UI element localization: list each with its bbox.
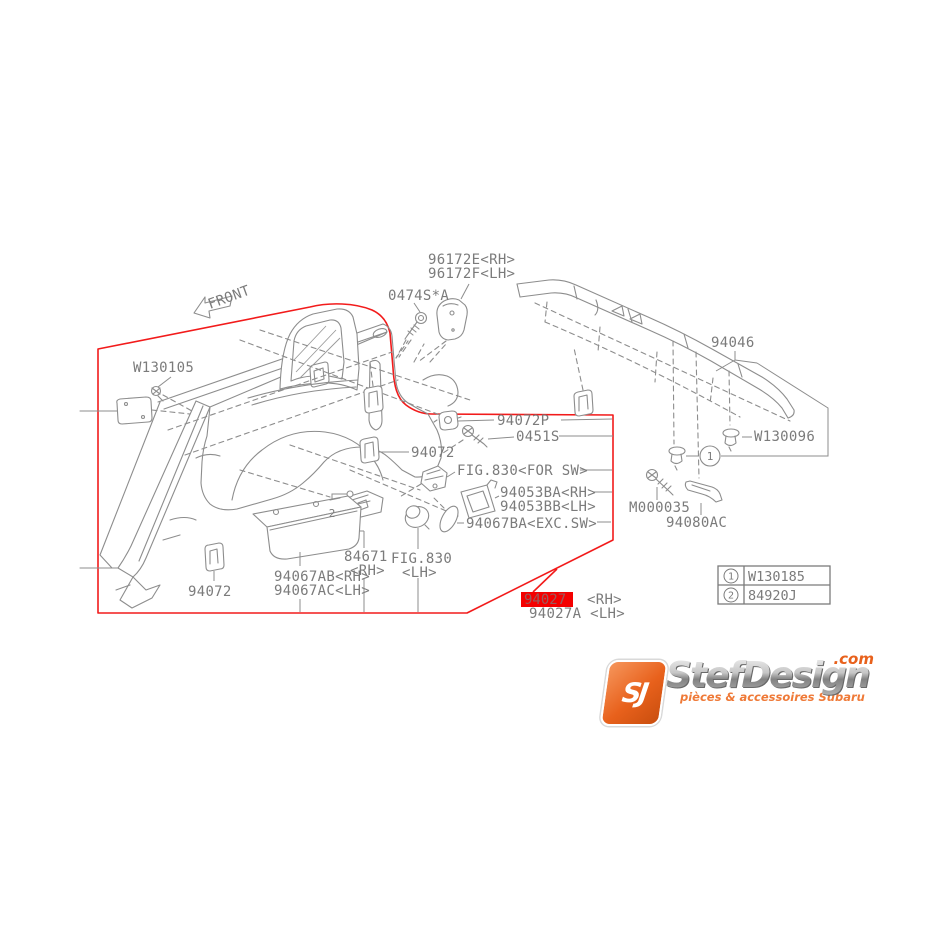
label-94067ab-rh: 94067AB<RH> — [274, 569, 370, 585]
label-fig830: FIG.830 — [391, 551, 452, 567]
label-84671-rh: <RH> — [350, 563, 385, 579]
label-94067ba-exc-sw: 94067BA<EXC.SW> — [466, 516, 597, 532]
logo-wordmark: StefDesign — [666, 656, 872, 696]
label-fig830-for-sw: FIG.830<FOR SW> — [457, 463, 588, 479]
bracket-94080ac-art — [684, 480, 723, 515]
label-94072-mid: 94072 — [411, 445, 455, 461]
label-0451s: 0451S — [516, 429, 560, 445]
label-96172f-lh: 96172F<LH> — [428, 266, 515, 282]
switch-fig830-lh-art — [404, 505, 430, 612]
legend-part-w130185: W130185 — [748, 569, 805, 585]
label-94072-bottom: 94072 — [188, 584, 232, 600]
label-0474s-a: 0474S*A — [388, 288, 449, 304]
legend-table: 1 2 W130185 84920J — [717, 565, 831, 605]
stefdesign-logo-text: StefDesign .com pièces & accessoires Sub… — [666, 650, 874, 704]
callout-1: 1 — [707, 450, 714, 463]
callout-2: 2 — [329, 507, 336, 520]
label-94027-rh: <RH> — [587, 592, 622, 608]
label-94053bb-lh: 94053BB<LH> — [500, 499, 596, 515]
stefdesign-logo: SJ StefDesign .com pièces & accessoires … — [599, 650, 874, 736]
label-94053ba-rh: 94053BA<RH> — [500, 485, 596, 501]
screw-0474s-art — [395, 302, 428, 359]
label-84671: 84671 — [344, 549, 388, 565]
logo-tagline: pièces & accessoires Subaru — [680, 690, 865, 704]
cap-94067ba-art — [431, 495, 611, 533]
logo-tld: .com — [833, 650, 874, 668]
legend-num-2: 2 — [728, 591, 734, 602]
label-94027a-lh: 94027A <LH> — [529, 606, 625, 622]
rear-gate-molding-art — [516, 279, 829, 479]
label-94027: 94027 — [524, 592, 566, 608]
front-direction-arrow — [193, 295, 233, 319]
label-fig830-lh: <LH> — [402, 565, 437, 581]
label-front: FRONT — [206, 283, 253, 313]
switch-fig830-forsw-art — [397, 465, 612, 499]
label-m000035: M000035 — [629, 500, 690, 516]
label-94067ac-lh: 94067AC<LH> — [274, 583, 370, 599]
quarter-trim-panel-drawing — [79, 308, 471, 609]
bracket-94053-art — [460, 479, 612, 519]
label-94080ac: 94080AC — [666, 515, 727, 531]
lid-94067ab-art — [252, 495, 362, 612]
bracket-96172-art — [398, 283, 470, 363]
screw-m000035-art — [645, 468, 674, 500]
label-94046: 94046 — [711, 335, 755, 351]
logo-monogram: SJ — [620, 677, 648, 709]
label-w130105: W130105 — [133, 360, 194, 376]
label-w130096: W130096 — [754, 429, 815, 445]
trim-clips — [204, 347, 594, 581]
screw-0451s-art — [439, 424, 613, 456]
stefdesign-logo-icon: SJ — [599, 660, 669, 726]
legend-part-84920j: 84920J — [748, 588, 797, 604]
red-selection-outline — [97, 303, 614, 614]
label-94072p: 94072P — [497, 413, 549, 429]
grommet-94072p-art — [433, 410, 613, 431]
red-highlight-box — [521, 592, 573, 607]
highlighted-part-94027: 94027 <RH> 94027A <LH> — [521, 592, 625, 622]
label-96172e-rh: 96172E<RH> — [428, 252, 515, 268]
legend-num-1: 1 — [728, 572, 734, 583]
